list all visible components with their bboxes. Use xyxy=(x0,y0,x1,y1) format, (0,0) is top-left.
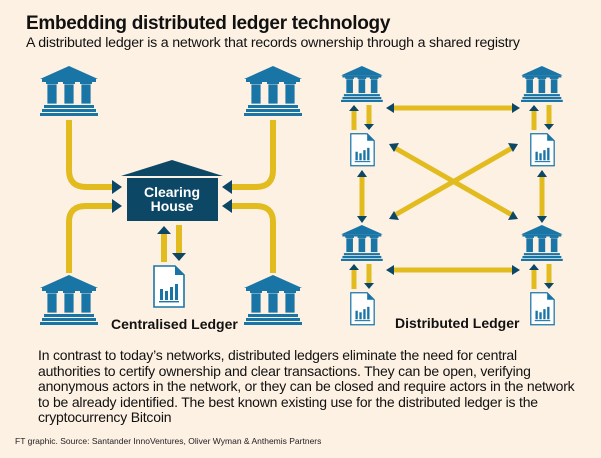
ledger-document-icon xyxy=(350,292,375,326)
explanatory-text: In contrast to today’s networks, distrib… xyxy=(38,347,575,425)
ledger-document-icon xyxy=(350,133,375,167)
ledger-document-icon xyxy=(530,133,555,167)
ledger-document-icon xyxy=(153,265,185,308)
arrowhead-icon xyxy=(222,199,232,213)
arrowhead-icon xyxy=(357,216,367,223)
distributed-ledger-diagram xyxy=(340,65,564,326)
arrowhead-icon xyxy=(112,180,122,194)
arrowhead-icon xyxy=(386,103,394,113)
arrowhead-icon xyxy=(357,170,367,177)
arrowhead-icon xyxy=(512,265,520,275)
centralised-ledger-label: Centralised Ledger xyxy=(111,316,238,332)
connector-top-right xyxy=(232,120,276,190)
source-note: FT graphic. Source: Santander InnoVentur… xyxy=(15,436,322,446)
arrowhead-icon xyxy=(508,211,518,220)
arrow-down-icon xyxy=(172,253,186,261)
arrowhead-icon xyxy=(508,143,518,152)
bank-icon xyxy=(520,224,564,262)
bank-icon xyxy=(520,65,564,103)
clearing-house-line1: Clearing xyxy=(144,184,200,200)
bank-icon xyxy=(39,65,99,117)
page-title: Embedding distributed ledger technology xyxy=(26,13,391,34)
connector-top-left xyxy=(66,120,112,190)
arrowhead-icon xyxy=(389,211,399,220)
clearing-house-line2: House xyxy=(151,198,194,214)
arrow-up-icon xyxy=(157,226,171,234)
connector-bottom-right xyxy=(232,203,276,273)
connector-diagonal-2 xyxy=(393,145,514,218)
arrowhead-icon xyxy=(112,199,122,213)
connector-bottom-left xyxy=(66,203,112,273)
clearing-house-icon: Clearing House xyxy=(121,160,223,221)
bank-icon xyxy=(243,65,303,117)
bank-icon xyxy=(340,224,384,262)
page-subtitle: A distributed ledger is a network that r… xyxy=(26,35,520,51)
arrowhead-icon xyxy=(386,265,394,275)
arrowhead-icon xyxy=(537,170,547,177)
bank-icon xyxy=(39,274,99,326)
bank-icon xyxy=(340,65,384,103)
arrowhead-icon xyxy=(537,216,547,223)
ledger-document-icon xyxy=(530,292,555,326)
distributed-ledger-label: Distributed Ledger xyxy=(395,315,520,331)
arrowhead-icon xyxy=(222,180,232,194)
arrowhead-icon xyxy=(512,103,520,113)
centralised-ledger-diagram: Clearing House xyxy=(39,65,303,326)
bank-icon xyxy=(243,274,303,326)
arrowhead-icon xyxy=(389,143,399,152)
